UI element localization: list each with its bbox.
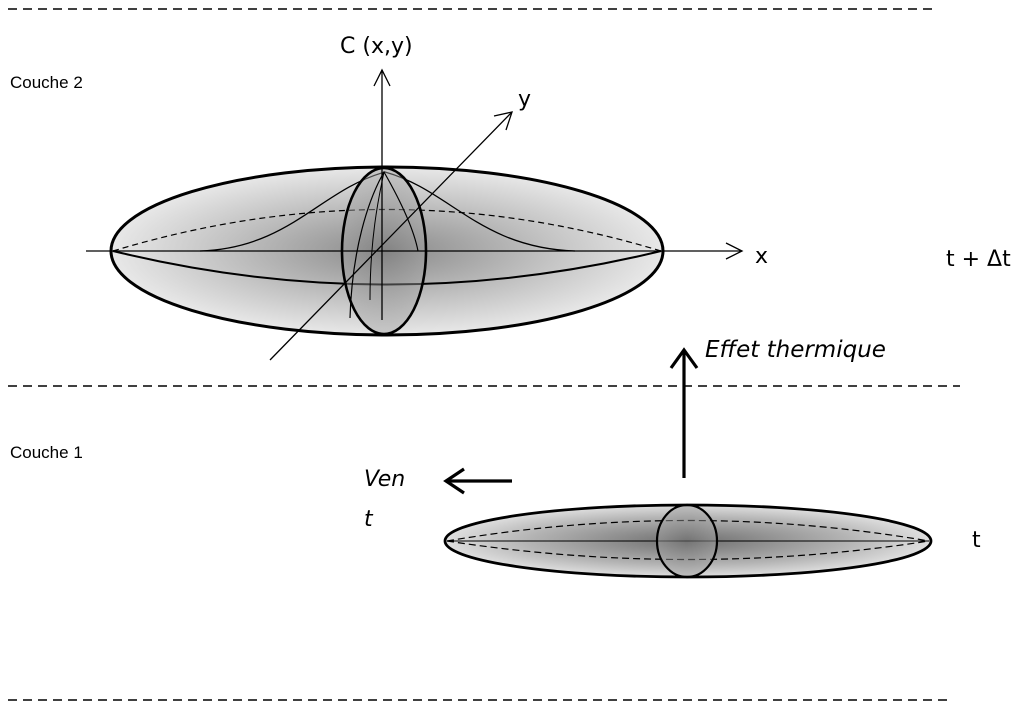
wind-arrowhead xyxy=(443,467,465,495)
thermal-effect-label: Effet thermique xyxy=(705,337,886,363)
wind-label-line2: t xyxy=(364,507,374,532)
lower-plume-cross-section xyxy=(655,503,719,579)
axis-c-label: C (x,y) xyxy=(340,34,413,59)
layer-label-upper: Couche 2 xyxy=(10,73,83,92)
wind-label-line1: Ven xyxy=(364,467,405,492)
time-label-later: t + Δt xyxy=(946,247,1011,272)
axis-x-label: x xyxy=(755,244,768,269)
upper-axes xyxy=(86,68,744,361)
axis-y-arrowhead xyxy=(493,111,513,131)
axis-x-arrowhead xyxy=(725,242,744,260)
axis-y-line xyxy=(269,111,513,361)
lower-plume-dashed-contour-2 xyxy=(446,540,930,561)
layer-label-lower: Couche 1 xyxy=(10,443,83,462)
time-label-now: t xyxy=(972,528,981,553)
axis-c-arrowhead xyxy=(373,68,391,87)
lower-plume xyxy=(443,503,933,579)
thermal-effect-arrowhead xyxy=(669,347,699,369)
axis-y-label: y xyxy=(518,87,531,112)
